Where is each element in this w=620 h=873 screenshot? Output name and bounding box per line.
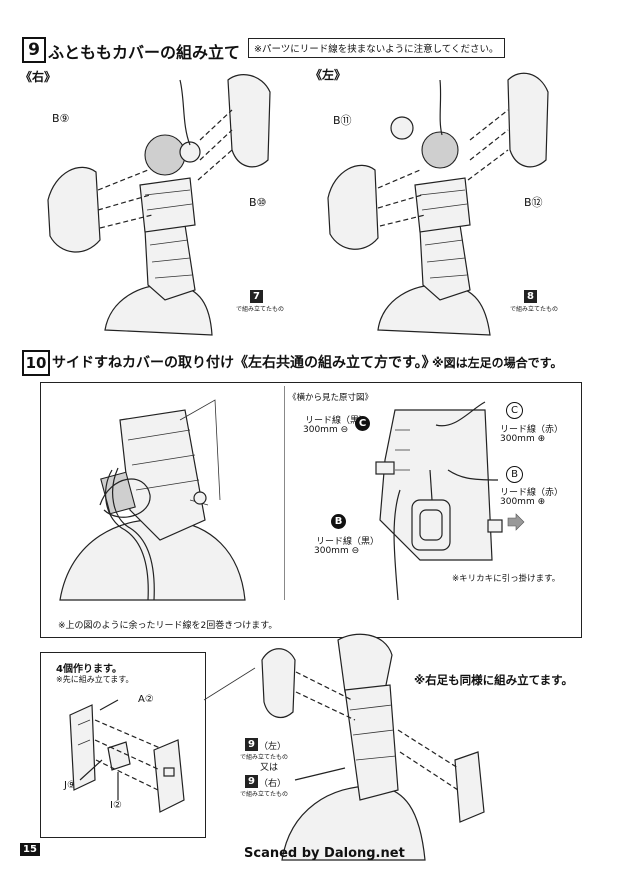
part-label-a2: A② (138, 694, 154, 705)
lead-red-c-label-1: リード線（赤） (500, 425, 564, 435)
ref-box-9-left: 9 (245, 738, 258, 751)
right-heading: 《右》 (20, 70, 57, 84)
scan-credit: Scaned by Dalong.net (244, 846, 405, 861)
lead-black-c-label-1: リード線（黒） (305, 416, 369, 426)
ref-box-9-right: 9 (245, 775, 258, 788)
marker-c-white: C (506, 402, 523, 419)
marker-b-white: B (506, 466, 523, 483)
step-10-title: サイドすねカバーの取り付け《左右共通の組み立て方です。》 (52, 355, 436, 371)
left-heading: 《左》 (310, 68, 347, 82)
step-9-note: ※パーツにリード線を挟まないように注意してください。 (248, 38, 505, 58)
ref-caption-7: で組み立てたもの (236, 306, 285, 313)
marker-b-black: B (331, 514, 346, 529)
ref-left-text: （左） (259, 742, 287, 752)
lead-red-c-label-2: 300mm ⊕ (500, 434, 546, 444)
lead-black-c-label-2: 300mm ⊖ (303, 425, 349, 435)
part-label-b10: B⑩ (249, 196, 267, 209)
same-build-note: ※右足も同様に組み立てます。 (414, 673, 573, 687)
lead-red-b-label-2: 300mm ⊕ (500, 497, 546, 507)
page-number: 15 (20, 843, 40, 856)
ref-right-text: （右） (259, 779, 287, 789)
part-label-i2: I② (110, 800, 122, 811)
lead-black-b-label-1: リード線（黒） (316, 537, 380, 547)
side-view-box (284, 386, 577, 600)
subassembly-count-note: ※先に組み立てます。 (56, 675, 134, 684)
ref-box-8: 8 (524, 290, 537, 303)
side-view-heading: 《横から見た原寸図》 (288, 393, 374, 403)
marker-c-black: C (355, 416, 370, 431)
part-label-b11: B⑪ (333, 114, 352, 127)
step-10-title-note: ※図は左足の場合です。 (432, 356, 563, 370)
step-9-title: ふとももカバーの組み立て (48, 43, 241, 62)
ref-caption-right: で組み立てたもの (240, 791, 289, 798)
part-label-j9: J⑨ (64, 780, 76, 791)
notch-note: ※キリカキに引っ掛けます。 (452, 574, 561, 584)
lead-black-b-label-2: 300mm ⊖ (314, 546, 360, 556)
step-9-number: 9 (22, 37, 46, 63)
wire-wrap-note: ※上の図のように余ったリード線を2回巻きつけます。 (58, 621, 278, 631)
ref-caption-8: で組み立てたもの (510, 306, 559, 313)
lead-red-b-label-1: リード線（赤） (500, 488, 564, 498)
part-label-b12: B⑫ (524, 196, 543, 209)
subassembly-count-title: 4個作ります。 (56, 664, 122, 675)
ref-box-7: 7 (250, 290, 263, 303)
ref-caption-left: で組み立てたもの (240, 754, 289, 761)
step-10-number: 10 (22, 350, 50, 376)
ref-or: 又は (260, 763, 279, 773)
part-label-b9: B⑨ (52, 112, 70, 125)
